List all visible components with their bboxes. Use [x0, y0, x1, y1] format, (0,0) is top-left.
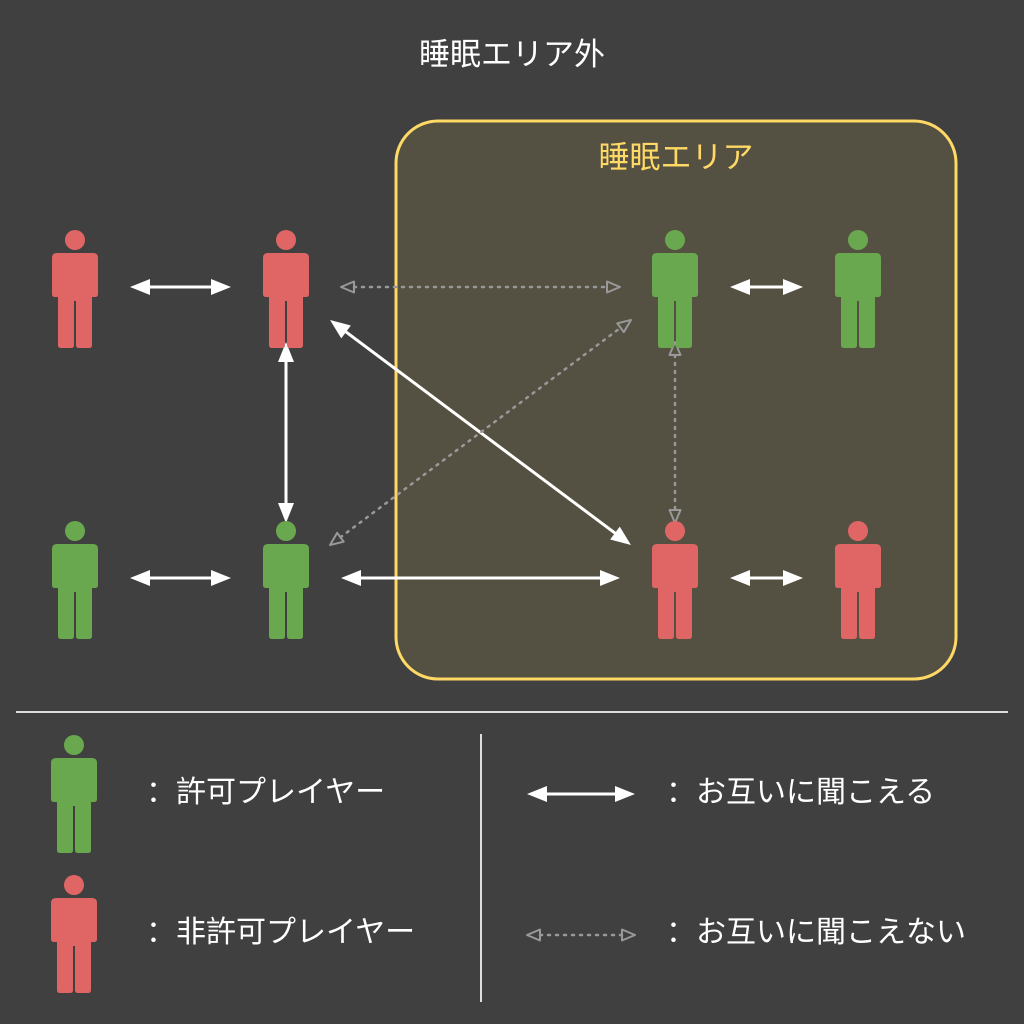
legend-arrows [526, 786, 636, 942]
legend-not-allowed-player-label: ：非許可プレイヤー [146, 915, 416, 950]
link-p5-p6-can-hear [730, 279, 803, 295]
link-p2-p5-cannot-hear [340, 280, 621, 294]
link-p4-p5-cannot-hear [329, 318, 632, 547]
player-p1-not-allowed-icon [52, 230, 98, 348]
connection-links [130, 279, 803, 586]
legend-not-allowed-player-icon [51, 875, 97, 993]
player-p2-not-allowed-icon [263, 230, 309, 348]
link-p4-p7-can-hear [341, 570, 620, 586]
player-p3-allowed-icon [52, 521, 98, 639]
link-p2-p4-can-hear [278, 342, 294, 523]
legend-cannot-hear-arrow [526, 928, 636, 942]
link-p1-p2-can-hear [130, 279, 231, 295]
legend-cannot-hear-label: ：お互いに聞こえない [666, 915, 966, 950]
legend-allowed-player-label: ：許可プレイヤー [146, 775, 386, 810]
legend-can-hear-label: ：お互いに聞こえる [666, 775, 936, 810]
legend-allowed-player-icon [51, 735, 97, 853]
sleep-area-box [394, 119, 958, 681]
sleep-area-label: 睡眠エリア [598, 140, 754, 176]
legend-can-hear-arrow [527, 786, 635, 802]
outside-area-label: 睡眠エリア外 [419, 37, 605, 73]
link-p3-p4-can-hear [130, 570, 231, 586]
player-p4-allowed-icon [263, 521, 309, 639]
link-p7-p8-can-hear [730, 570, 803, 586]
link-p5-p7-cannot-hear [668, 341, 682, 524]
